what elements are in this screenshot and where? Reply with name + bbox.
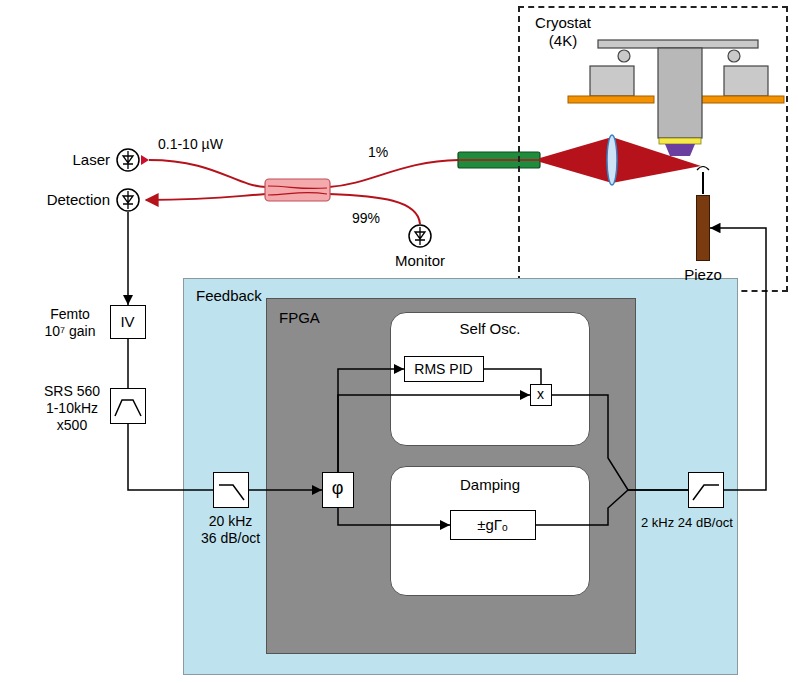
cantilever xyxy=(702,172,704,194)
node-label: 20 kHz 36 dB/oct xyxy=(200,513,261,547)
support-block xyxy=(590,66,634,96)
node-label: Monitor xyxy=(388,252,452,270)
photodiode: Monitor xyxy=(408,224,432,248)
filter-symbol xyxy=(111,389,144,422)
annotation-label: 1% xyxy=(368,144,388,161)
lowpass-filter: 20 kHz 36 dB/oct xyxy=(213,472,249,508)
collimator-core xyxy=(458,159,540,161)
signal-connector xyxy=(552,395,688,490)
multiplier-box: x xyxy=(530,384,552,406)
sample-layer xyxy=(659,138,701,144)
node-label: ±gΓₒ xyxy=(451,516,534,534)
signal-connector xyxy=(484,369,541,384)
node-label: Damping xyxy=(391,476,589,494)
rms-pid-box: RMS PID xyxy=(404,356,484,382)
signal-connector xyxy=(536,490,688,525)
optical-fiber xyxy=(149,160,266,187)
node-label: Piezo xyxy=(678,266,728,284)
roller xyxy=(618,50,630,62)
highpass-filter: 2 kHz 24 dB/oct xyxy=(688,472,724,508)
node-label: Feedback xyxy=(196,287,296,305)
diode-glyph xyxy=(123,151,133,169)
laser-beam xyxy=(612,137,701,183)
motion-arrow xyxy=(697,167,709,171)
filter-curve xyxy=(115,400,141,416)
signal-connector xyxy=(338,369,404,472)
diode-circle xyxy=(117,189,139,211)
annotation-label: 0.1-10 µW xyxy=(158,136,223,153)
sample-holder xyxy=(658,48,702,138)
filter-symbol xyxy=(214,473,247,506)
fpga-panel: FPGA φ Self Osc. RMS PID xDamping ±gΓₒ xyxy=(266,298,636,654)
coupler-core xyxy=(268,186,327,195)
node-label: 2 kHz 24 dB/oct xyxy=(641,515,737,531)
top-plate xyxy=(598,40,758,48)
signal-connector xyxy=(127,212,129,305)
node-label: Femto 10⁷ gain xyxy=(41,306,99,340)
optical-fiber xyxy=(329,160,459,187)
self-oscillation-block: Self Osc. RMS PID x xyxy=(390,312,590,446)
cryostat-box: Cryostat (4K) Piezo xyxy=(518,6,788,292)
annotation-label: 99% xyxy=(352,210,380,227)
diode-glyph xyxy=(415,227,425,245)
diode-symbol xyxy=(408,224,432,248)
signal-connector xyxy=(338,395,530,472)
damping-block: Damping ±gΓₒ xyxy=(390,466,590,596)
filter-curve xyxy=(693,485,719,500)
diode-symbol xyxy=(116,148,140,172)
node-label: SRS 560 1-10kHz x500 xyxy=(41,383,103,433)
signal-connector xyxy=(127,339,129,388)
sample-tip xyxy=(665,144,695,156)
photodiode: Detection xyxy=(116,188,140,212)
optical-fiber xyxy=(146,194,266,200)
node-text: IV xyxy=(111,313,144,331)
diode-circle xyxy=(409,225,431,247)
node-label: FPGA xyxy=(279,309,359,327)
amplifier-box: Femto 10⁷ gainIV xyxy=(110,305,146,339)
gain-box: ±gΓₒ xyxy=(450,510,536,540)
feedback-panel: Feedback 20 kHz 36 dB/oct FPGA φ Self Osc. RM… xyxy=(183,278,738,675)
diode-circle xyxy=(117,149,139,171)
signal-connector xyxy=(710,228,766,490)
signal-connector xyxy=(249,489,322,491)
laser-beam xyxy=(540,137,612,183)
fiber-coupler xyxy=(265,179,330,201)
node-label: φ xyxy=(323,478,352,500)
node-label: Self Osc. xyxy=(391,320,589,338)
node-label: Cryostat (4K) xyxy=(526,14,600,50)
fiber-collimator xyxy=(458,152,540,168)
phase-shifter: φ xyxy=(322,472,354,508)
bandpass-filter: SRS 560 1-10kHz x500 xyxy=(110,388,146,424)
filter-curve xyxy=(219,485,244,500)
orange-stage xyxy=(700,96,784,103)
filter-symbol xyxy=(689,473,722,506)
piezo-actuator: Piezo xyxy=(696,195,710,261)
orange-stage xyxy=(568,96,654,103)
signal-connector xyxy=(338,508,450,525)
diode-glyph xyxy=(123,191,133,209)
focusing-lens xyxy=(607,135,617,185)
laser-emitter xyxy=(141,155,149,165)
node-label: Detection xyxy=(24,191,110,209)
node-label: Laser xyxy=(54,151,110,169)
node-label: x xyxy=(531,386,550,403)
roller xyxy=(728,50,740,62)
signal-connector xyxy=(128,424,213,490)
laser-diode: Laser xyxy=(116,148,140,172)
support-block xyxy=(724,66,768,96)
diode-symbol xyxy=(116,188,140,212)
node-label: RMS PID xyxy=(405,361,482,378)
